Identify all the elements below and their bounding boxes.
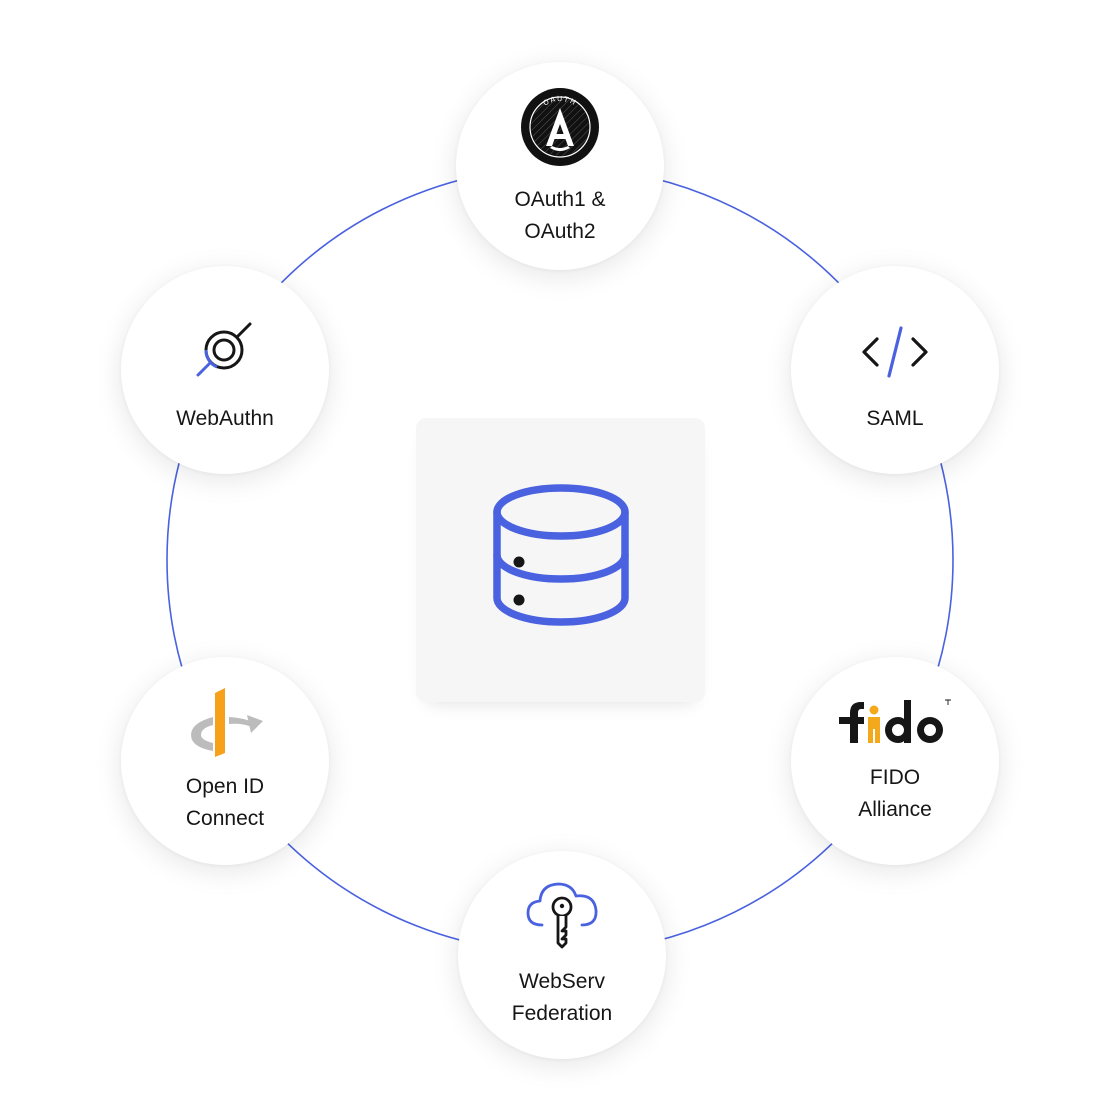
database-icon [493,484,629,626]
protocol-node-openid: Open ID Connect [121,657,329,865]
protocol-label: FIDO Alliance [858,766,932,821]
protocol-label: WebServ Federation [511,970,613,1025]
protocol-label: OAuth1 & OAuth2 [514,188,606,243]
openid-logo-icon [191,688,263,757]
protocol-node-oauth: OAUTH OAuth1 & OAuth2 [456,62,664,270]
protocol-node-fido: FIDO Alliance [791,657,999,865]
code-brackets-icon [862,326,928,378]
protocol-node-saml: SAML [791,266,999,474]
protocol-node-webserv: WebServ Federation [458,851,666,1059]
webauthn-logo-icon [196,322,252,377]
protocol-label: WebAuthn [176,407,274,430]
cloud-key-icon [526,882,598,949]
protocol-label: Open ID Connect [185,775,265,830]
central-database-card [416,418,705,702]
oauth-logo-icon: OAUTH [521,88,599,166]
protocol-label: SAML [866,407,924,430]
protocol-node-webauthn: WebAuthn [121,266,329,474]
fido-logo-icon [839,699,951,743]
